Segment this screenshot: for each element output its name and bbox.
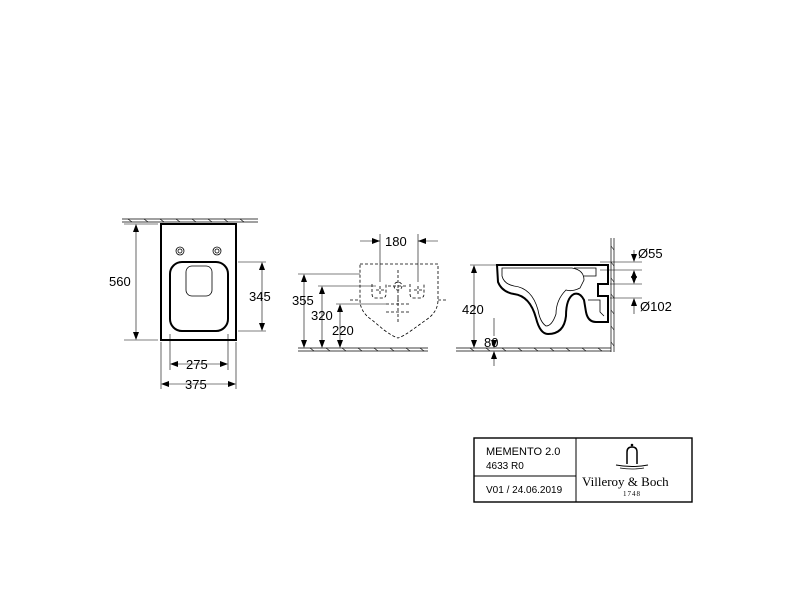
dimension-label-560: 560	[109, 274, 131, 289]
front-left-bracket	[371, 284, 387, 299]
dimension-375	[160, 342, 237, 389]
dimension-label-80: 80	[484, 335, 498, 350]
front-view-outline	[359, 263, 439, 339]
front-view: 180 355 320 220	[292, 234, 448, 352]
dimension-80	[491, 318, 497, 366]
dimension-label-180: 180	[385, 234, 407, 249]
dimension-label-345: 345	[249, 289, 271, 304]
brand-name: Villeroy & Boch	[582, 474, 669, 489]
side-view-bowl-outline	[495, 264, 609, 336]
seat-outline	[169, 261, 229, 332]
side-view-floor	[456, 347, 611, 352]
side-view-outlet	[588, 299, 605, 317]
dimension-label-220: 220	[332, 323, 354, 338]
dimension-180	[360, 234, 438, 282]
dimension-275	[169, 334, 229, 370]
seat-opening	[185, 265, 213, 297]
dimension-560	[124, 223, 158, 341]
dimension-label-420: 420	[462, 302, 484, 317]
dimension-320	[318, 285, 376, 348]
top-view: 560 345 275 375	[109, 218, 271, 392]
dimension-355	[298, 273, 360, 348]
dimension-220	[336, 303, 386, 348]
front-view-floor	[298, 347, 428, 352]
side-view-bowl-inner	[501, 267, 585, 327]
title-block: MEMENTO 2.0 4633 R0 V01 / 24.06.2019 Vil…	[473, 437, 693, 503]
front-right-bracket	[409, 284, 425, 299]
dimension-345	[238, 261, 266, 332]
version-date: V01 / 24.06.2019	[486, 485, 563, 496]
dimension-label-355: 355	[292, 293, 314, 308]
side-view-wall	[610, 238, 615, 352]
fixing-holes	[175, 246, 222, 256]
brand-logo-icon	[615, 443, 649, 470]
dimension-420	[470, 264, 496, 348]
bowl-outline	[160, 223, 237, 341]
front-crosshairs	[350, 270, 448, 324]
dimension-label-275: 275	[186, 357, 208, 372]
dimension-label-320: 320	[311, 308, 333, 323]
side-view: 420 80 Ø55 Ø102	[456, 238, 672, 366]
product-name: MEMENTO 2.0	[486, 446, 560, 458]
brand-year: 1748	[623, 490, 641, 498]
dimension-label-375: 375	[185, 377, 207, 392]
top-view-wall	[122, 218, 258, 223]
side-view-inlet	[574, 267, 597, 277]
dimension-o102	[610, 272, 642, 314]
article-number: 4633 R0	[486, 461, 524, 472]
dimension-label-o55: Ø55	[638, 246, 663, 261]
dimension-label-o102: Ø102	[640, 299, 672, 314]
